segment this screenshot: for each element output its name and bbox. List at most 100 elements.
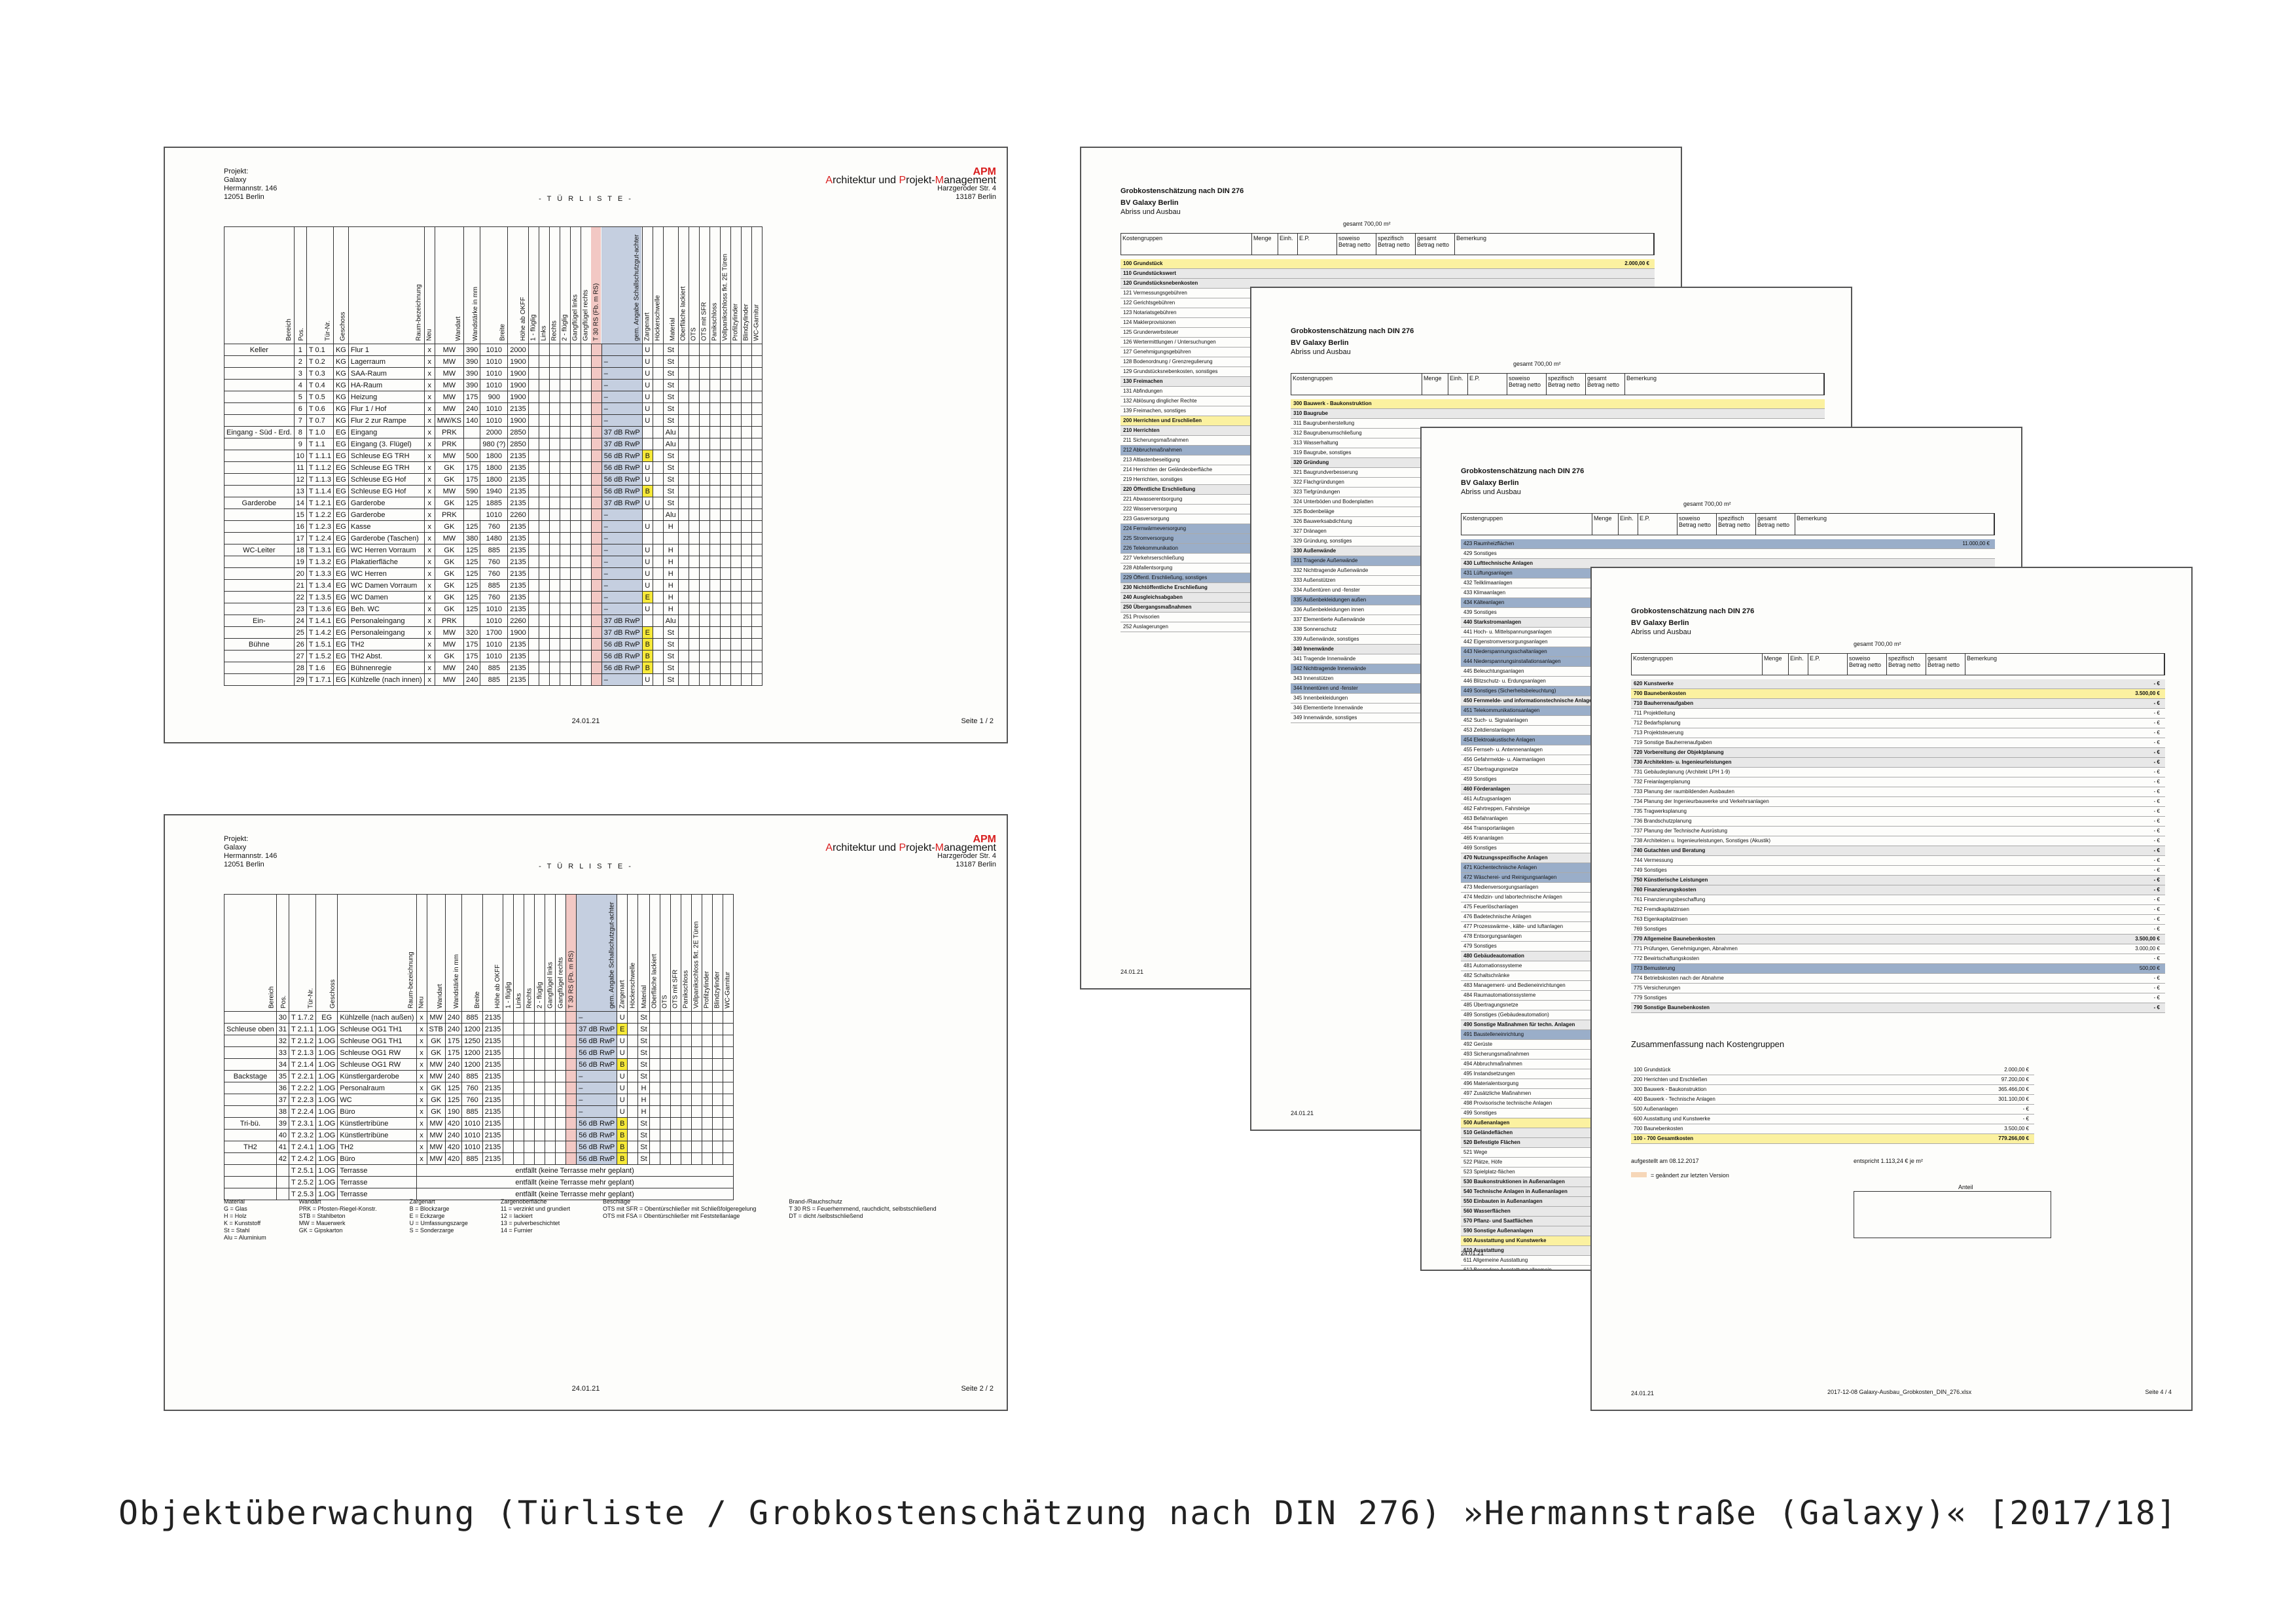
- table-cell: T 1.1.4: [306, 485, 334, 497]
- table-cell: EG: [332, 638, 349, 651]
- table-cell: 390: [463, 344, 481, 356]
- table-cell: U: [641, 391, 653, 403]
- table-cell: [677, 379, 689, 391]
- table-cell: [751, 673, 762, 686]
- cost-label: 522 Plätze, Höfe: [1463, 1159, 1503, 1165]
- table-cell: St: [662, 355, 679, 368]
- table-cell: [538, 544, 550, 556]
- table-cell: [711, 1035, 723, 1047]
- cost-label: 432 Teilklimaanlagen: [1463, 580, 1513, 586]
- table-cell: [580, 638, 592, 651]
- cost-amount: 365.466,00 €: [1998, 1086, 2029, 1092]
- cost-label: 760 Finanzierungskosten: [1634, 887, 1696, 893]
- table-cell: [730, 473, 742, 486]
- table-cell: 28: [293, 662, 307, 674]
- cost-amount: - €: [2022, 1116, 2029, 1122]
- table-cell: [677, 650, 689, 662]
- table-cell: [513, 1094, 525, 1106]
- table-cell: [652, 532, 664, 544]
- table-cell: [751, 344, 762, 356]
- table-cell: 1010: [480, 344, 509, 356]
- tuerliste-title: - T Ü R L I S T E -: [539, 863, 633, 870]
- table-cell: [698, 450, 710, 462]
- table-cell: 2135: [507, 638, 529, 651]
- column-header: Raum-bezeichnung: [337, 894, 416, 1012]
- cost-amount: - €: [2153, 828, 2160, 834]
- cost-label: 345 Innenbekleidungen: [1293, 695, 1348, 701]
- table-cell: STB: [426, 1023, 446, 1035]
- table-cell: [688, 638, 700, 651]
- table-cell: –: [601, 579, 643, 592]
- table-cell: [590, 556, 602, 568]
- cost-row: 779 Sonstiges- €: [1631, 993, 2165, 1003]
- page-date: 24.01.21: [571, 1385, 600, 1393]
- cost-label: 479 Sonstiges: [1463, 943, 1497, 949]
- table-cell: [730, 508, 742, 521]
- table-cell: –: [601, 414, 643, 427]
- table-cell: [559, 414, 571, 427]
- table-cell: x: [423, 662, 435, 674]
- table-cell: 390: [463, 379, 481, 391]
- header-cell: soweiso Betrag netto: [1507, 374, 1547, 395]
- table-cell: [224, 391, 295, 403]
- sheet-date: 24.01.21: [1631, 1390, 1655, 1397]
- table-cell: 29: [293, 673, 307, 686]
- table-cell: 420: [444, 1141, 463, 1153]
- table-cell: [740, 485, 752, 497]
- anteil: Anteil: [1958, 1184, 1973, 1190]
- table-cell: x: [416, 1141, 427, 1153]
- table-cell: WC Damen Vorraum: [348, 579, 425, 592]
- table-cell: Lagerraum: [348, 355, 425, 368]
- table-cell: [719, 638, 731, 651]
- table-cell: HA-Raum: [348, 379, 425, 391]
- table-cell: 390: [463, 367, 481, 380]
- table-cell: [711, 1129, 723, 1141]
- table-cell: [719, 603, 731, 615]
- table-cell: [740, 355, 752, 368]
- table-cell: [677, 402, 689, 415]
- table-cell: [670, 1046, 681, 1059]
- column-header: Zargenart: [617, 894, 628, 1012]
- table-cell: x: [423, 355, 435, 368]
- table-cell: [538, 520, 550, 533]
- table-cell: Kasse: [348, 520, 425, 533]
- table-cell: U: [641, 355, 653, 368]
- table-cell: [503, 1035, 514, 1047]
- table-cell: 2135: [507, 579, 529, 592]
- cost-label: 489 Sonstiges (Gebäudeautomation): [1463, 1012, 1549, 1018]
- table-cell: x: [423, 367, 435, 380]
- table-cell: x: [423, 556, 435, 568]
- table-cell: [565, 1141, 577, 1153]
- header-cell: E.P.: [1808, 654, 1848, 675]
- table-cell: [719, 450, 731, 462]
- table-cell: [670, 1094, 681, 1106]
- table-cell: [559, 603, 571, 615]
- table-cell: Flur 2 zur Rampe: [348, 414, 425, 427]
- table-cell: U: [617, 1105, 628, 1118]
- table-cell: [677, 579, 689, 592]
- cost-label: 550 Einbauten in Außenanlagen: [1463, 1198, 1543, 1204]
- table-cell: 240: [444, 1070, 463, 1082]
- table-cell: [590, 379, 602, 391]
- column-header: T 30 RS (Fb. m RS): [591, 226, 602, 344]
- table-cell: [528, 532, 539, 544]
- column-header: Bereich: [224, 226, 295, 344]
- table-cell: [740, 532, 752, 544]
- cost-amount: 11.000,00 €: [1962, 541, 1990, 546]
- cost-label: 774 Betriebskosten nach der Abnahme: [1634, 975, 1724, 981]
- table-cell: [649, 1058, 660, 1071]
- cost-label: 779 Sonstiges: [1634, 995, 1667, 1001]
- table-cell: GK: [434, 473, 465, 486]
- table-cell: 39: [276, 1117, 290, 1130]
- table-cell: 56 dB RwP: [576, 1141, 618, 1153]
- table-cell: [548, 414, 560, 427]
- table-cell: 2135: [482, 1058, 504, 1071]
- table-cell: [528, 379, 539, 391]
- table-cell: 56 dB RwP: [601, 662, 643, 674]
- table-cell: [709, 426, 721, 438]
